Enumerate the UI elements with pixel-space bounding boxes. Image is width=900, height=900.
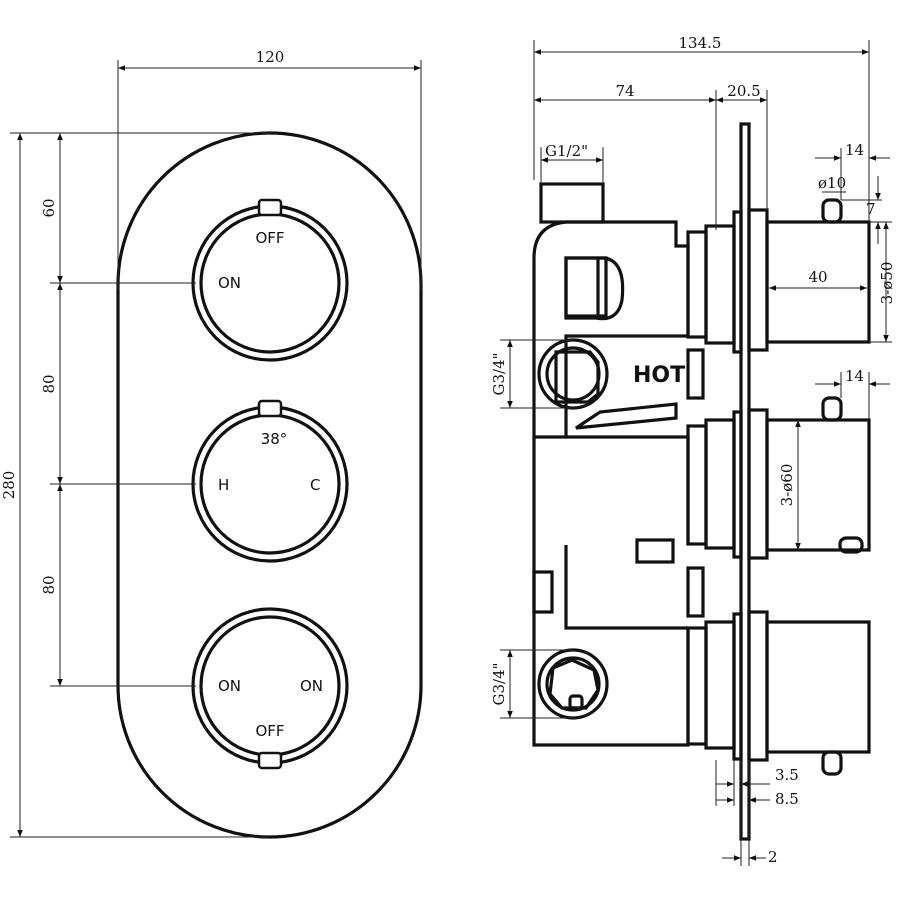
side-view: G1/2" HOT G3/4" G3/4" — [490, 34, 896, 866]
dim-handle-dia-large: 3-ø60 — [778, 464, 796, 507]
label-bottom-off: OFF — [255, 722, 284, 740]
label-cold: C — [310, 476, 320, 494]
dim-pitch: 60 80 80 — [40, 133, 196, 687]
dim-inlet-hot-thread: G3/4" — [490, 352, 508, 395]
handle-bottom: ON ON OFF — [191, 607, 349, 770]
label-temp: 38° — [261, 430, 288, 448]
label-top-off: OFF — [255, 229, 284, 247]
dim-pitch-low-label: 80 — [40, 575, 58, 594]
dim-width-label: 120 — [256, 48, 285, 66]
dim-height: 280 — [0, 132, 270, 838]
dim-overall-depth: 134.5 — [679, 34, 722, 52]
front-view: OFF ON 38° H C ON ON OFF 120 — [0, 48, 423, 839]
dim-height-label: 280 — [0, 471, 18, 500]
dim-inlet-cold-thread: G3/4" — [490, 662, 508, 705]
label-hot: H — [218, 476, 229, 494]
outlet-spout — [539, 182, 605, 224]
dim-plate-offset: 20.5 — [727, 82, 760, 100]
wall-plate — [732, 122, 769, 841]
dim-spindle-len-mid: 14 — [845, 367, 864, 385]
hot-label: HOT — [633, 363, 685, 388]
dim-plate-gap-a: 3.5 — [775, 766, 799, 784]
cartridge-collars — [686, 224, 736, 750]
dim-spindle-dia: ø10 — [818, 174, 846, 192]
handle-mid: 38° H C — [191, 399, 349, 563]
dim-handle-dia-small: 3-ø50 — [878, 262, 896, 305]
label-bottom-on-right: ON — [300, 677, 323, 695]
label-bottom-on-left: ON — [218, 677, 241, 695]
dim-spindle-height: 7 — [866, 200, 876, 218]
dim-plate-gap-b: 8.5 — [775, 790, 799, 808]
dim-body-depth: 74 — [615, 82, 634, 100]
dim-pitch-top-label: 60 — [40, 198, 58, 217]
label-top-on: ON — [218, 274, 241, 292]
handle-top: OFF ON — [191, 198, 349, 362]
dim-plate-thickness: 2 — [768, 848, 778, 866]
dim-spindle-len-top: 14 — [845, 141, 864, 159]
dim-outlet-thread: G1/2" — [545, 142, 588, 160]
handle-knobs-side — [765, 198, 871, 776]
inlet-port-hot: HOT — [537, 338, 705, 430]
dim-handle-len: 40 — [808, 268, 827, 286]
dim-width: 120 — [117, 48, 422, 290]
dim-pitch-mid-label: 80 — [40, 374, 58, 393]
